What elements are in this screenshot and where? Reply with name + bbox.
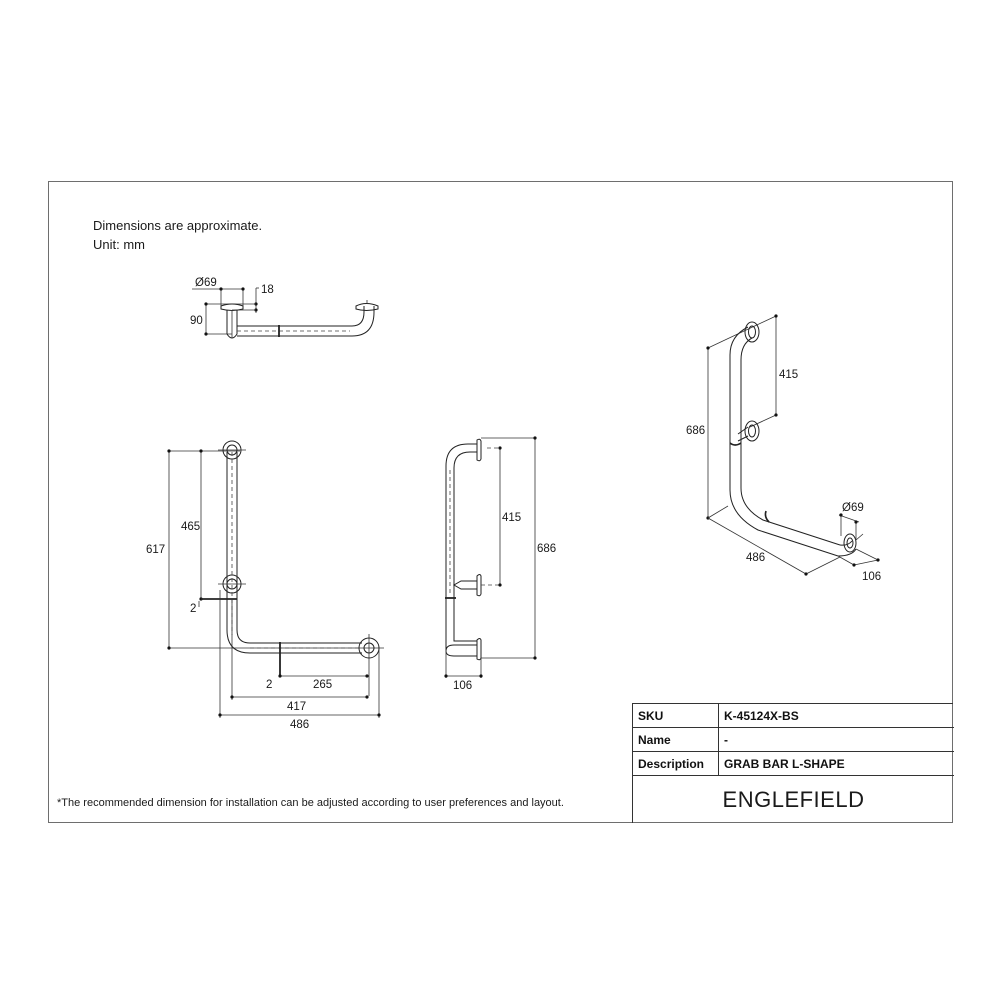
- iso-depth-label: 106: [862, 571, 881, 583]
- title-row-description: Description GRAB BAR L-SHAPE: [633, 752, 954, 776]
- note-unit: Unit: mm: [93, 237, 145, 252]
- note-approximate: Dimensions are approximate.: [93, 218, 263, 233]
- title-value-sku: K-45124X-BS: [724, 709, 799, 723]
- title-row-name: Name -: [633, 728, 954, 752]
- side-mount-span-label: 415: [502, 512, 521, 524]
- title-row-sku: SKU K-45124X-BS: [633, 704, 954, 728]
- drawing-frame: [48, 181, 953, 823]
- title-label-sku: SKU: [638, 709, 664, 723]
- title-block: SKU K-45124X-BS Name - Description GRAB …: [632, 703, 954, 823]
- column-divider: [718, 752, 719, 775]
- front-upper-span-label: 465: [181, 521, 200, 533]
- top-diameter-label: Ø69: [195, 277, 217, 289]
- side-view: 415 686 106: [444, 436, 556, 692]
- brand-logo-text: ENGLEFIELD: [722, 787, 865, 812]
- front-offset-v-label: 2: [190, 603, 196, 615]
- front-center-span-label: 417: [287, 701, 306, 713]
- iso-diameter-label: Ø69: [842, 502, 864, 514]
- front-offset-h-label: 2: [266, 679, 272, 691]
- title-label-name: Name: [638, 733, 671, 747]
- front-joint-span-label: 265: [313, 679, 332, 691]
- column-divider: [718, 704, 719, 727]
- top-flange-label: 18: [261, 284, 274, 296]
- side-height-label: 686: [537, 543, 556, 555]
- drawing-notes: Dimensions are approximate. Unit: mm: [93, 216, 262, 254]
- iso-height-label: 686: [686, 425, 705, 437]
- title-label-description: Description: [638, 757, 705, 771]
- front-height-label: 617: [146, 544, 165, 556]
- front-width-label: 486: [290, 719, 309, 731]
- column-divider: [718, 728, 719, 751]
- title-value-name: -: [724, 733, 728, 747]
- side-depth-label: 106: [453, 680, 472, 692]
- iso-width-label: 486: [746, 552, 765, 564]
- installation-footnote: *The recommended dimension for installat…: [57, 797, 564, 809]
- isometric-view: 686 415 Ø69 486: [686, 314, 881, 583]
- title-value-description: GRAB BAR L-SHAPE: [724, 757, 845, 771]
- front-view: 617 465 2 2 265 417: [146, 440, 384, 731]
- iso-mount-span-label: 415: [779, 369, 798, 381]
- top-depth-label: 90: [190, 315, 203, 327]
- top-view: Ø69 18 90: [190, 277, 379, 339]
